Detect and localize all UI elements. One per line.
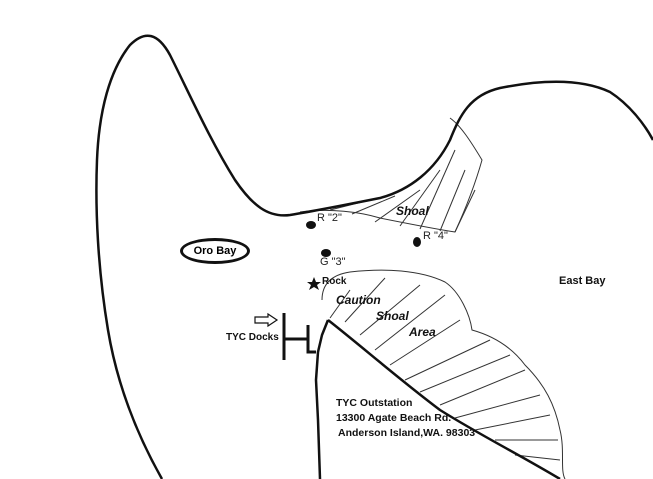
- marker-r2-buoy: [306, 221, 316, 229]
- coastline: [95, 34, 653, 479]
- east-bay-label: East Bay: [559, 275, 606, 287]
- rock-star-icon: [307, 277, 321, 290]
- upper-shoal-label: Shoal: [396, 204, 429, 218]
- oro-bay-text: Oro Bay: [193, 245, 237, 257]
- marker-r4-buoy: [413, 237, 421, 247]
- tyc-docks-label: TYC Docks: [226, 332, 279, 343]
- marker-g3-buoy: [321, 249, 331, 257]
- address-street: 13300 Agate Beach Rd.: [336, 412, 452, 424]
- lower-shoal: [321, 269, 566, 479]
- lower-shoal-label: Shoal: [376, 309, 409, 323]
- area-label: Area: [409, 325, 436, 339]
- marker-r2-label: R "2": [317, 212, 342, 224]
- marker-r4-label: R "4": [423, 230, 448, 242]
- marker-g3-label: G "3": [320, 256, 346, 268]
- address-block: TYC Outstation 13300 Agate Beach Rd. And…: [336, 396, 475, 441]
- caution-label: Caution: [336, 293, 381, 307]
- arrow-right-icon: [254, 312, 279, 328]
- rock-label: Rock: [322, 276, 347, 287]
- oro-bay-label: Oro Bay: [180, 238, 250, 264]
- address-city: Anderson Island,WA. 98303: [338, 427, 476, 439]
- address-name: TYC Outstation: [336, 397, 413, 409]
- tyc-docks-structure: [282, 313, 316, 360]
- upper-shoal: [299, 117, 483, 233]
